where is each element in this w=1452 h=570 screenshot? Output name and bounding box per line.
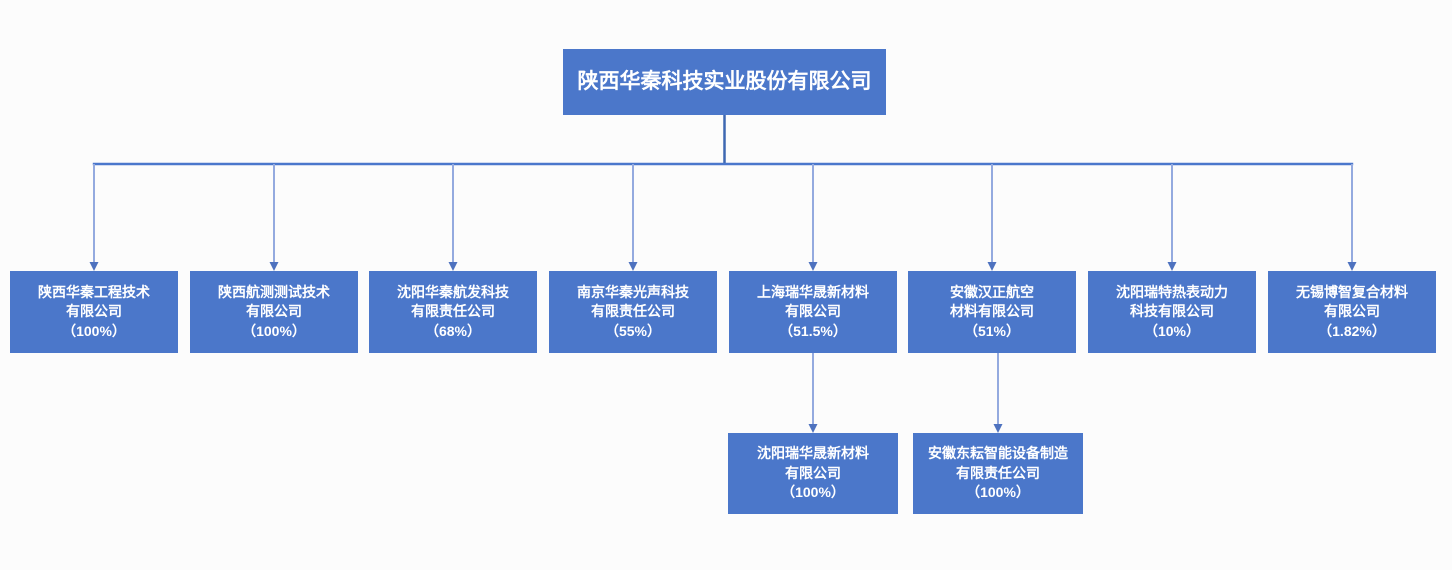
ownership-percentage: （68%） (424, 322, 482, 339)
ownership-percentage: （55%） (604, 322, 662, 339)
ownership-percentage: （100%） (242, 322, 306, 339)
ownership-percentage: （51.5%） (779, 322, 847, 339)
org-node-root: 陕西华秦科技实业股份有限公司 (563, 49, 886, 115)
company-name-line: 陕西航测测试技术 (218, 283, 330, 300)
org-node-subsidiary-3: 沈阳华秦航发科技 有限责任公司 （68%） (369, 271, 537, 353)
ownership-percentage: （100%） (62, 322, 126, 339)
company-name-line: 沈阳瑞华晟新材料 (757, 445, 869, 462)
company-name-line: 沈阳华秦航发科技 (397, 283, 509, 300)
company-name-line: 无锡博智复合材料 (1296, 283, 1408, 300)
ownership-percentage: （51%） (963, 322, 1021, 339)
org-node-grandchild-1: 沈阳瑞华晟新材料 有限公司 （100%） (728, 433, 898, 514)
company-name-line: 科技有限公司 (1130, 303, 1214, 320)
org-node-subsidiary-6: 安徽汉正航空 材料有限公司 （51%） (908, 271, 1076, 353)
org-node-subsidiary-4: 南京华秦光声科技 有限责任公司 （55%） (549, 271, 717, 353)
company-name-line: 材料有限公司 (950, 303, 1034, 320)
company-name-line: 有限公司 (785, 303, 841, 320)
org-node-subsidiary-8: 无锡博智复合材料 有限公司 （1.82%） (1268, 271, 1436, 353)
company-name-line: 有限责任公司 (411, 303, 495, 320)
ownership-percentage: （10%） (1143, 322, 1201, 339)
company-name-line: 上海瑞华晟新材料 (757, 283, 869, 300)
org-node-root-label: 陕西华秦科技实业股份有限公司 (577, 70, 872, 94)
company-name-line: 安徽汉正航空 (950, 283, 1034, 300)
org-node-subsidiary-7: 沈阳瑞特热表动力 科技有限公司 （10%） (1088, 271, 1256, 353)
company-name-line: 沈阳瑞特热表动力 (1116, 283, 1228, 300)
ownership-percentage: （100%） (781, 484, 845, 501)
ownership-percentage: （1.82%） (1318, 322, 1386, 339)
org-node-subsidiary-5: 上海瑞华晟新材料 有限公司 （51.5%） (729, 271, 897, 353)
company-name-line: 有限公司 (1324, 303, 1380, 320)
company-name-line: 有限公司 (246, 303, 302, 320)
company-name-line: 有限公司 (66, 303, 122, 320)
company-name-line: 有限责任公司 (956, 464, 1040, 481)
org-node-grandchild-2: 安徽东耘智能设备制造 有限责任公司 （100%） (913, 433, 1083, 514)
company-name-line: 安徽东耘智能设备制造 (928, 445, 1068, 462)
org-node-subsidiary-1: 陕西华秦工程技术 有限公司 （100%） (10, 271, 178, 353)
company-name-line: 南京华秦光声科技 (577, 283, 689, 300)
company-name-line: 陕西华秦工程技术 (38, 283, 150, 300)
ownership-percentage: （100%） (966, 484, 1030, 501)
org-node-subsidiary-2: 陕西航测测试技术 有限公司 （100%） (190, 271, 358, 353)
company-name-line: 有限公司 (785, 464, 841, 481)
company-name-line: 有限责任公司 (591, 303, 675, 320)
